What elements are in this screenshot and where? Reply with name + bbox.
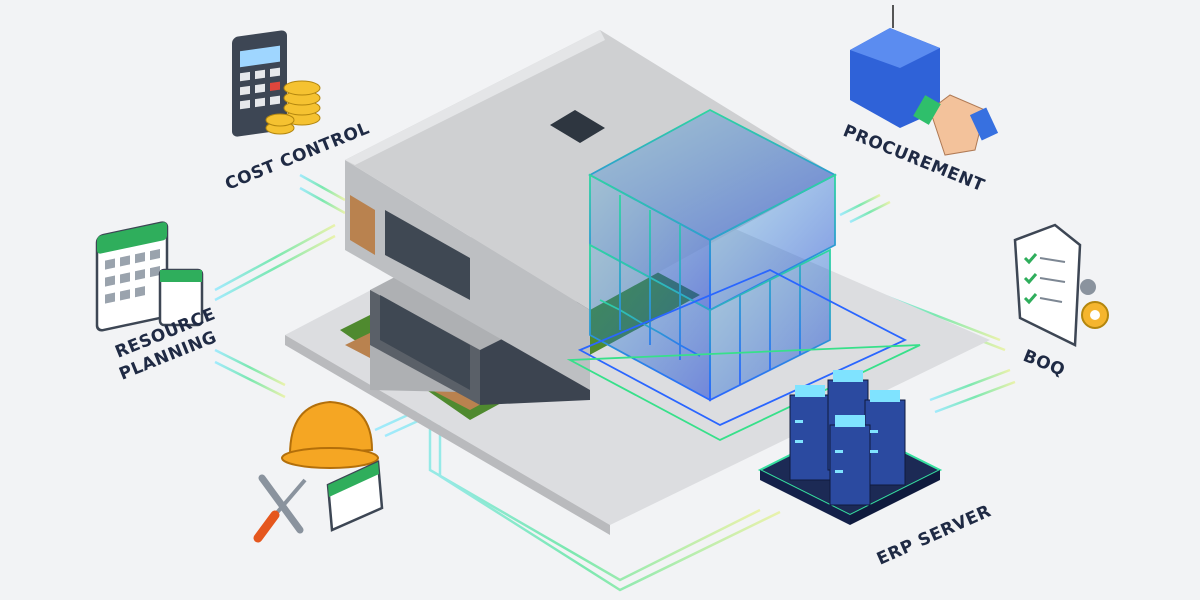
hard-hat-icon xyxy=(281,400,379,469)
skylight xyxy=(550,110,605,143)
label-boq: BOQ xyxy=(1020,346,1068,381)
shipping-container-handshake-icon xyxy=(850,5,999,156)
bim-wireframe xyxy=(566,108,921,442)
calculator-coins-icon xyxy=(232,30,321,137)
bill-of-quantities-document-icon xyxy=(1013,223,1109,347)
lower-window xyxy=(380,295,470,390)
calendar-icon xyxy=(95,221,204,332)
upper-window xyxy=(385,210,470,300)
label-erp-server: ERP SERVER xyxy=(874,501,994,569)
schedule-calendar-icon xyxy=(326,460,384,532)
erp-server-icon xyxy=(757,370,943,525)
wrench-screwdriver-icon xyxy=(253,474,307,543)
